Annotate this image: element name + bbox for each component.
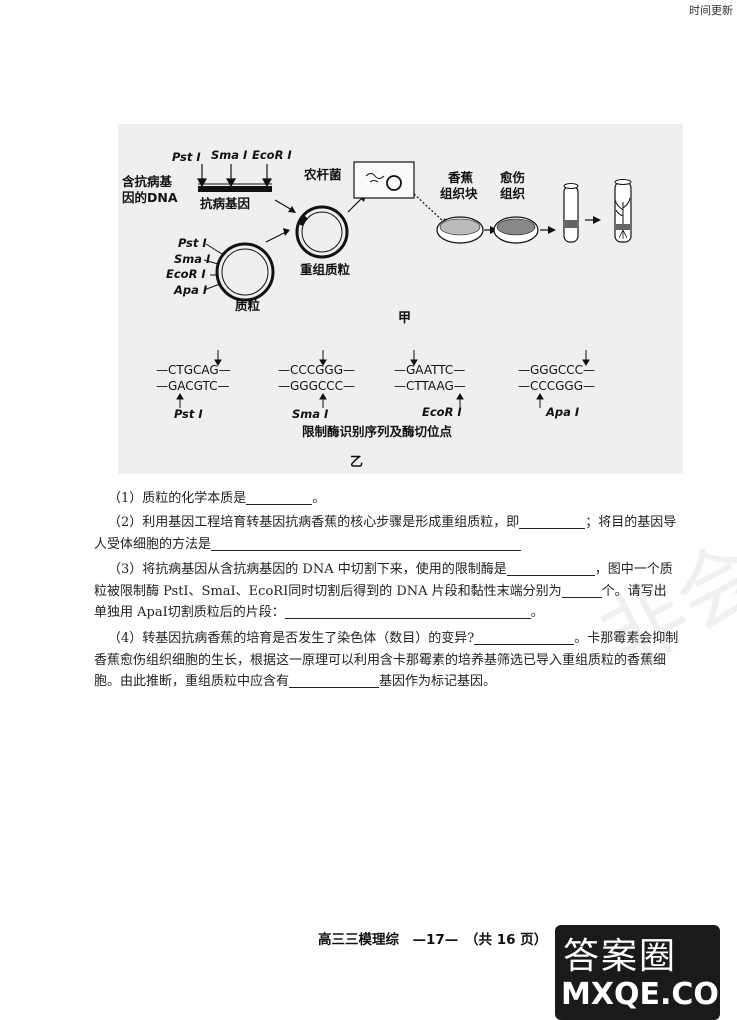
answer-blank-3c[interactable]	[284, 604, 531, 619]
sequence-title: 限制酶识别序列及酶切位点	[302, 424, 453, 439]
seq-name-ecor: EcoR Ⅰ	[422, 405, 462, 419]
plasmid-circle	[215, 242, 275, 302]
enzyme-label-ecor: EcoR Ⅰ	[252, 148, 292, 162]
plasmid-enzyme-pst: Pst Ⅰ	[178, 236, 207, 250]
plasmid-label: 质粒	[235, 298, 261, 313]
logo-bottom-text: MXQE.COM	[561, 977, 737, 1012]
recombinant-plasmid-label: 重组质粒	[300, 262, 351, 277]
apa-top-seq: —GGGCCC—	[518, 363, 595, 377]
callus-label-1: 愈伤	[500, 170, 525, 185]
figure-panel: Pst Ⅰ Sma Ⅰ EcoR Ⅰ 含抗病基 因的DNA 抗病基因 Pst Ⅰ…	[118, 124, 683, 474]
figure-diagram: Pst Ⅰ Sma Ⅰ EcoR Ⅰ 含抗病基 因的DNA 抗病基因 Pst Ⅰ…	[121, 148, 632, 470]
watermark-logo: 答案圈 MXQE.COM	[555, 925, 737, 1020]
banana-tissue-label-2: 组织块	[440, 186, 478, 201]
question-3: （3）将抗病基因从含抗病基因的 DNA 中切割下来，使用的限制酶是，图中一个质 …	[94, 561, 673, 620]
ecor-bottom-seq: —CTTAAG—	[394, 379, 466, 393]
question-2: （2）利用基因工程培育转基因抗病香蕉的核心步骤是形成重组质粒，即；将目的基因导 …	[94, 514, 677, 552]
answer-blank-3b[interactable]	[561, 583, 602, 598]
callus-label-2: 组织	[500, 186, 526, 201]
question-4: （4）转基因抗病香蕉的培育是否发生了染色体（数目）的变异?。卡那霉素会抑制 香蕉…	[94, 630, 679, 689]
answer-blank-1[interactable]	[246, 490, 313, 505]
agrobacterium-box	[353, 161, 415, 199]
answer-blank-4a[interactable]	[474, 630, 575, 645]
answer-blank-2b[interactable]	[211, 536, 522, 551]
plasmid-enzyme-apa: Apa Ⅰ	[173, 283, 208, 297]
pst-bottom-seq: —GACGTC—	[156, 379, 230, 393]
pst-top-seq: —CTGCAG—	[156, 363, 231, 377]
answer-blank-4b[interactable]	[289, 673, 380, 688]
enzyme-label-pst: Pst Ⅰ	[172, 150, 201, 164]
page-footer: 高三三模理综 —17— （共 16 页）	[318, 932, 548, 948]
figure-caption-yi: 乙	[350, 455, 363, 470]
plasmid-enzyme-ecor: EcoR Ⅰ	[166, 267, 206, 281]
dna-strand	[198, 186, 272, 192]
agrobacterium-label: 农杆菌	[303, 167, 342, 182]
dna-label-line2: 因的DNA	[122, 190, 178, 205]
figure-caption-jia: 甲	[398, 311, 411, 326]
apa-bottom-seq: —CCCGGG—	[518, 379, 595, 393]
seq-name-pst: Pst Ⅰ	[174, 407, 203, 421]
plasmid-enzyme-sma: Sma Ⅰ	[174, 252, 211, 266]
question-1: （1）质粒的化学本质是。	[108, 490, 326, 506]
answer-blank-2a[interactable]	[519, 514, 586, 529]
answer-blank-3a[interactable]	[506, 561, 595, 576]
dna-label-line1: 含抗病基	[121, 174, 173, 189]
ecor-top-seq: —GAATTC—	[394, 363, 465, 377]
corner-header-text: 时间更新	[689, 4, 733, 17]
sma-top-seq: —CCCGGG—	[278, 363, 355, 377]
recombinant-plasmid-circle	[295, 205, 349, 259]
seq-name-apa: Apa Ⅰ	[545, 405, 580, 419]
test-tube-1	[563, 185, 579, 243]
banana-tissue-label-1: 香蕉	[447, 170, 474, 185]
seq-name-sma: Sma Ⅰ	[292, 407, 329, 421]
sma-bottom-seq: —GGGCCC—	[278, 379, 355, 393]
logo-top-text: 答案圈	[563, 936, 678, 977]
enzyme-label-sma: Sma Ⅰ	[211, 148, 248, 162]
gene-label: 抗病基因	[200, 196, 250, 211]
